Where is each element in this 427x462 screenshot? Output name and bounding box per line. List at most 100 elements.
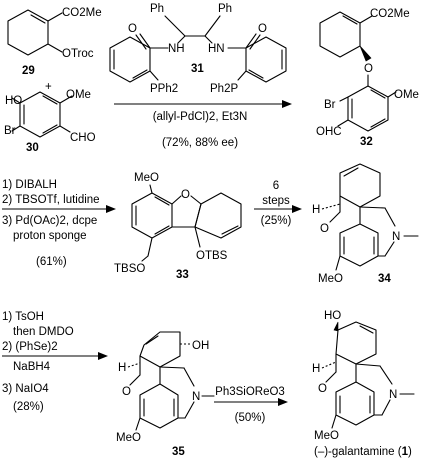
step3-line-3: (25%): [261, 215, 292, 227]
c34-meo-label: MeO: [318, 273, 343, 285]
step5-conditions: Ph3SiOReO3 (50%): [214, 386, 288, 424]
gal-azepine-1: [355, 363, 381, 367]
c29-ester-bond: [47, 12, 63, 22]
step4-line-3: 2) (PhSe)2: [2, 341, 58, 353]
c32-aryl-db3: [370, 118, 386, 128]
c35-azepine-2: [183, 367, 195, 387]
c35-azepine-3: [184, 401, 195, 419]
c30-br-label: Br: [4, 125, 16, 137]
step5-reagents: Ph3SiOReO3: [215, 386, 285, 398]
step2-line-1: 1) DIBALH: [2, 179, 57, 191]
c32-cho-label: OHC: [316, 126, 342, 138]
c33-ch2-bond: [147, 237, 153, 257]
step4-line-4: NaBH4: [13, 361, 51, 373]
c34-aryl-ring: [339, 223, 379, 267]
c34-azepine-1: [359, 206, 386, 209]
c33-number: 33: [176, 269, 189, 281]
c31-o-right: O: [258, 23, 267, 35]
c33-otbs-label: OTBS: [196, 250, 228, 262]
c32-o-label: O: [364, 63, 373, 75]
reaction-arrow-3-head: [292, 205, 302, 213]
c30-aromatic-2: [42, 95, 58, 105]
c30-number: 30: [26, 142, 39, 154]
gal-cyclohexene: [335, 321, 377, 365]
reaction-arrow-4-head: [98, 352, 108, 360]
c30-ome-label: OMe: [66, 89, 91, 101]
c31-ph2p-label: Ph2P: [210, 83, 238, 95]
c33-o-bond-2: [190, 195, 202, 205]
c33-meo-bond: [149, 184, 153, 194]
compound-34: H O N MeO 34: [312, 163, 419, 285]
c31-hn-right: HN: [208, 43, 225, 55]
c31-o-left: O: [128, 23, 137, 35]
c35-o-label: O: [122, 386, 131, 398]
c30-ome-bond: [59, 95, 73, 104]
c32-ome-bond: [387, 91, 397, 98]
gal-h-label: H: [312, 363, 320, 375]
c34-o-bond: [329, 211, 341, 223]
c30-oh-bond: [11, 97, 21, 104]
c32-ester-bond: [359, 15, 373, 24]
c32-wedge: [359, 45, 372, 62]
c31-co-left-2: [135, 34, 147, 50]
c35-h-dash: [127, 362, 141, 368]
c34-o-label: O: [320, 223, 329, 235]
c33-otbs-bond: [194, 226, 201, 248]
c33-o-label: O: [181, 189, 190, 201]
c34-number: 34: [378, 273, 391, 285]
c35-cyclohexene: [139, 331, 181, 368]
step2-line-4: proton sponge: [13, 230, 87, 242]
c30-cho-bond: [59, 125, 71, 133]
gal-oh-wedge: [333, 321, 339, 332]
gal-o-bond: [325, 371, 337, 383]
c31-ring-right: [245, 36, 287, 83]
c30-aromatic-3: [42, 124, 58, 134]
c34-meo-bond: [335, 255, 341, 271]
c31-pph2-bond: [149, 70, 159, 81]
c34-azepine-3: [384, 241, 395, 257]
c33-aryl-db3: [154, 225, 170, 235]
c31-ph-bond-left: [164, 15, 186, 37]
step3-line-1: 6: [273, 180, 279, 192]
c32-br-label: Br: [324, 99, 336, 111]
step2-conditions: 1) DIBALH 2) TBSOTf, lutidine 3) Pd(OAc)…: [2, 179, 116, 268]
c35-h-label: H: [118, 362, 126, 374]
c35-double-bond: [145, 335, 159, 345]
step4-line-1: 1) TsOH: [2, 311, 44, 323]
gal-name: (–)-galantamine (: [314, 446, 402, 458]
c32-double-bond: [342, 15, 358, 25]
c35-aryl-ring: [139, 383, 179, 429]
c33-double-bond: [221, 225, 239, 235]
c31-n-bond-left: [177, 35, 186, 44]
c34-azepine-2: [384, 207, 396, 227]
c35-meo-bond: [135, 417, 141, 431]
step3-line-2: steps: [262, 195, 290, 207]
c35-oh-label: OH: [192, 340, 209, 352]
c30-ring: [19, 91, 61, 138]
c34-n-label: N: [392, 231, 400, 243]
c35-number: 35: [172, 446, 185, 458]
c30-br-bond: [11, 125, 21, 132]
c29-double-bond: [30, 14, 46, 24]
gal-aryl-ring: [335, 381, 375, 426]
c29-otroc-bond: [47, 43, 63, 53]
c32-cho-bond: [337, 119, 349, 127]
step1-reagents: (allyl-PdCl)2, Et3N: [153, 111, 248, 123]
gal-meo-bond: [331, 414, 337, 429]
c33-aryl-ring: [131, 192, 173, 239]
step1-yield: (72%, 88% ee): [162, 137, 238, 149]
c31-ph-left: Ph: [150, 3, 164, 15]
compound-35: OH H O N MeO 35: [116, 331, 215, 458]
step2-line-3: 3) Pd(OAc)2, dcpe: [2, 215, 97, 227]
ligand-31: Ph Ph NH HN O O PPh2 Ph2P 31: [109, 3, 287, 95]
c29-number: 29: [22, 65, 35, 77]
c35-o-bond: [129, 374, 141, 386]
step5-yield: (50%): [235, 412, 266, 424]
c35-azepine-1: [159, 366, 185, 369]
step2-line-2: 2) TBSOTf, lutidine: [2, 194, 100, 206]
gal-o-label: O: [318, 383, 327, 395]
c33-tbso-label: TBSO: [114, 263, 145, 275]
c33-cyclohexene: [194, 192, 242, 239]
c32-br-bond: [339, 96, 349, 102]
